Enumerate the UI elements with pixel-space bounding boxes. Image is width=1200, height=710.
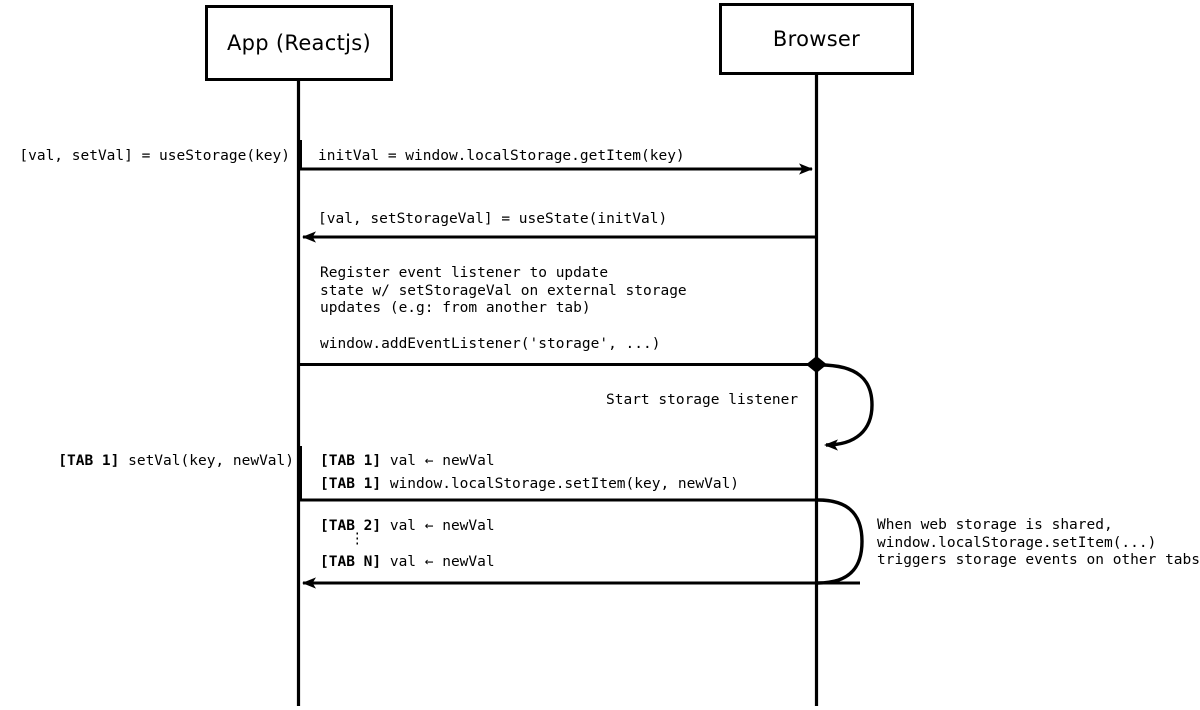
ellipsis-vertical: ⋮: [350, 531, 365, 547]
note-add-event-listener: window.addEventListener('storage', ...): [320, 336, 661, 352]
participant-browser-label: Browser: [772, 27, 861, 51]
external-call-usestorage: [val, setVal] = useStorage(key): [19, 148, 290, 164]
message-label-tabn-val: [TAB N] val ← newVal: [320, 553, 495, 571]
self-call-diamond: [806, 356, 827, 373]
message-label-tab2-val-text: val ← newVal: [381, 518, 495, 534]
message-label-tab2-val-tag: [TAB 2]: [320, 518, 382, 534]
participant-browser: Browser: [719, 3, 914, 75]
message-label-tab2-val: [TAB 2] val ← newVal: [320, 517, 495, 535]
message-label-tab1-setitem-text: window.localStorage.setItem(key, newVal): [381, 476, 740, 492]
message-label-tab1-val: [TAB 1] val ← newVal: [320, 452, 495, 470]
note-register-listener: Register event listener to update state …: [320, 265, 687, 316]
external-call-setval: [TAB 1] setVal(key, newVal): [0, 452, 294, 470]
message-label-tab1-val-text: val ← newVal: [381, 453, 495, 469]
self-loop-storage-events: [817, 498, 864, 585]
message-label-tabn-val-text: val ← newVal: [381, 554, 495, 570]
message-label-start-storage-listener: Start storage listener: [606, 392, 799, 408]
external-call-setval-tag: [TAB 1]: [58, 453, 120, 469]
message-label-tabn-val-tag: [TAB N]: [320, 554, 382, 570]
participant-app: App (Reactjs): [205, 5, 393, 81]
message-label-tab1-setitem: [TAB 1] window.localStorage.setItem(key,…: [320, 475, 739, 493]
message-label-usestate: [val, setStorageVal] = useState(initVal): [318, 211, 668, 227]
participant-app-label: App (Reactjs): [227, 31, 371, 55]
external-call-setval-text: setVal(key, newVal): [119, 453, 294, 469]
message-label-getitem: initVal = window.localStorage.getItem(ke…: [318, 148, 685, 164]
self-loop-start-listener: [819, 363, 874, 451]
message-label-tab1-setitem-tag: [TAB 1]: [320, 476, 382, 492]
message-label-tab1-val-tag: [TAB 1]: [320, 453, 382, 469]
note-storage-events: When web storage is shared, window.local…: [877, 517, 1200, 568]
